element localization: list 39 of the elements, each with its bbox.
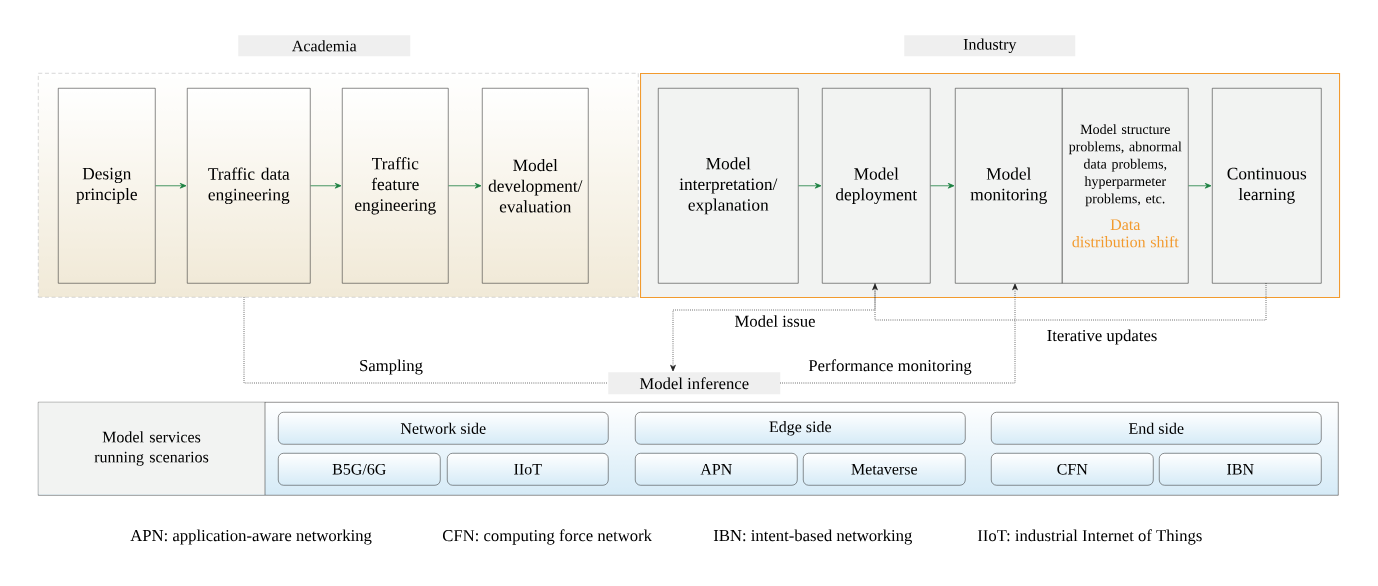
scenario-box: Metaverse [803,453,966,486]
issue-box: Model structure problems, abnormal data problems, hyperparmeter problems, etc. Data distribution shift [1062,88,1189,284]
edge-label: Sampling [357,357,425,377]
node-label: Academia [291,40,357,52]
connector [872,282,1267,321]
edge-label: Performance monitoring [806,357,974,377]
node-label: Industry [963,38,1017,54]
scenario-box: Edge side [635,412,966,445]
abbreviation-note: APN: application-aware networking [130,529,372,545]
scenario-box: IIoT [447,453,609,486]
abbreviation-note: IBN: intent-based networking [713,529,912,545]
abbreviation-note: IIoT: industrial Internet of Things [977,529,1202,545]
connector [670,282,876,372]
process-box: Continuous learning [1212,88,1322,284]
arrow [448,182,482,189]
edge-label: Iterative updates [1044,327,1160,347]
arrow [798,182,822,189]
process-box: Model interpretation/explanation [658,88,799,284]
label-band: Model inference [608,372,781,395]
process-box: Model monitoring [955,88,1063,284]
scenario-box: Network side [278,412,609,445]
scenario-box: CFN [991,453,1154,486]
connector [779,283,1018,384]
scenario-box: End side [991,412,1322,445]
scenario-box: B5G/6G [278,453,441,486]
abbreviation-note: CFN: computing force network [442,529,652,545]
process-box: Traffic feature engineering [342,88,449,284]
arrow [310,182,342,189]
process-box: Model development/evaluation [482,88,589,284]
arrow [155,182,187,189]
edge-label: Model issue [732,313,818,329]
connector [243,296,609,384]
scenario-box: APN [635,453,798,486]
arrow [930,182,955,189]
process-box: Traffic data engineering [187,88,311,284]
process-box: Design principle [58,88,156,284]
arrow [1188,182,1212,189]
process-box: Model deployment [822,88,931,284]
scenario-box: IBN [1159,453,1322,486]
